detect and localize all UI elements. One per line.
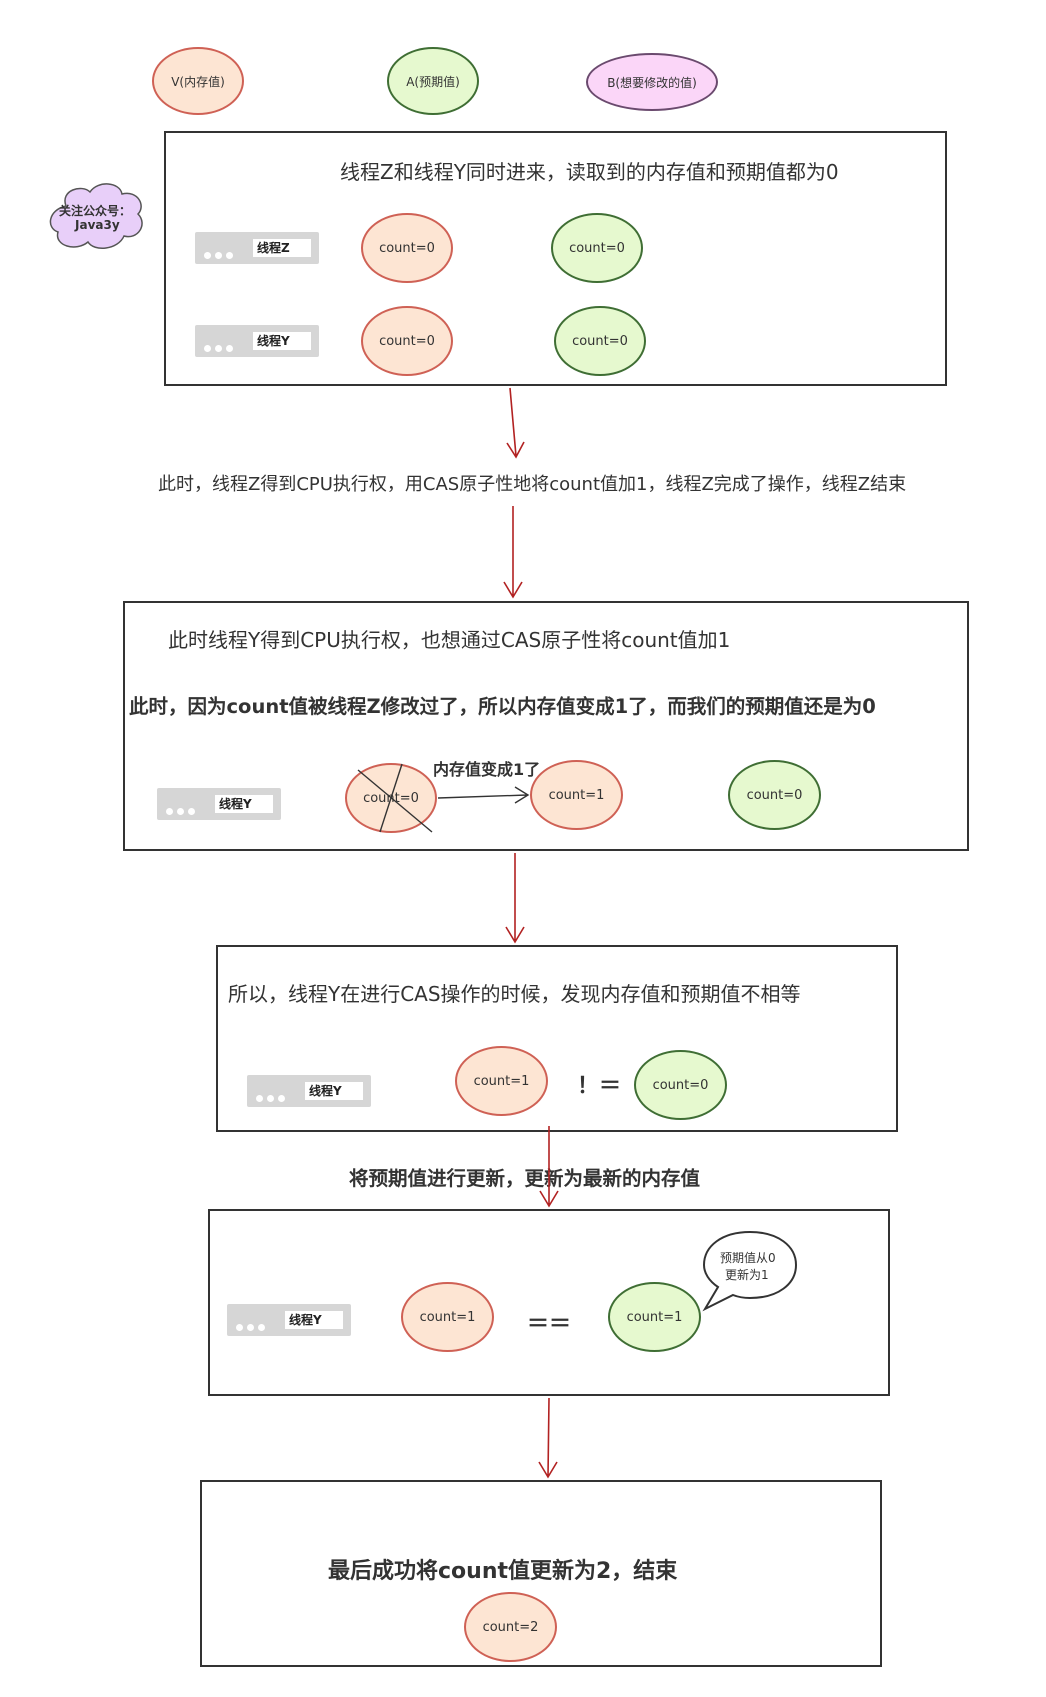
cloud-line-2: Java3y [75, 218, 120, 232]
arrow-step2-to-step3 [505, 853, 525, 944]
not-equal-operator: ！＝ [577, 1074, 622, 1099]
caption-1: 此时，线程Z得到CPU执行权，用CAS原子性地将count值加1，线程Z完成了操… [158, 474, 907, 495]
window-dots-icon [204, 337, 237, 356]
thread-y-label: 线程Y [285, 1311, 343, 1329]
thread-y-window: 线程Y [195, 325, 319, 357]
legend-memory-ellipse: V(内存值) [152, 47, 244, 115]
legend-expected-ellipse: A(预期值) [387, 47, 479, 115]
window-dots-icon [204, 244, 237, 263]
speech-bubble-icon [702, 1230, 798, 1312]
window-dots-icon [166, 800, 199, 819]
memory-change-arrow [437, 786, 530, 804]
equal-operator: ＝＝ [527, 1312, 572, 1337]
arrow-step4-to-step5 [538, 1397, 558, 1479]
z-memory-ellipse: count=0 [361, 213, 453, 283]
new-memory-ellipse: count=1 [530, 760, 623, 830]
y-memory-ellipse: count=0 [361, 306, 453, 376]
step5-title: 最后成功将count值更新为2，结束 [328, 1559, 678, 1584]
thread-y-label: 线程Y [215, 795, 273, 813]
legend-new-value-ellipse: B(想要修改的值) [586, 53, 718, 111]
step4-expected-ellipse: count=1 [608, 1282, 701, 1352]
window-dots-icon [256, 1087, 289, 1106]
step2-expected-ellipse: count=0 [728, 760, 821, 830]
bubble-line-2: 更新为1 [725, 1268, 769, 1282]
thread-y-window: 线程Y [157, 788, 281, 820]
y-expected-ellipse: count=0 [554, 306, 646, 376]
arrow-step3-to-step4 [539, 1126, 559, 1208]
cloud-shape-icon [49, 183, 143, 249]
step3-expected-ellipse: count=0 [634, 1050, 727, 1120]
follow-cloud-badge: 关注公众号： Java3y [46, 180, 148, 254]
window-dots-icon [236, 1316, 269, 1335]
memory-changed-label: 内存值变成1了 [433, 760, 541, 779]
arrow-caption-to-step2 [503, 506, 523, 599]
step5-memory-ellipse: count=2 [464, 1592, 557, 1662]
strike-line-1 [357, 769, 433, 833]
arrow-step1-to-caption [506, 387, 525, 459]
thread-y-window: 线程Y [227, 1304, 351, 1336]
step3-memory-ellipse: count=1 [455, 1046, 548, 1116]
bubble-line-1: 预期值从0 [720, 1251, 776, 1265]
step2-title: 此时线程Y得到CPU执行权，也想通过CAS原子性将count值加1 [168, 628, 731, 652]
strike-line-2 [379, 763, 403, 833]
speech-bubble: 预期值从0 更新为1 [700, 1229, 800, 1313]
cloud-line-1: 关注公众号： [59, 204, 132, 218]
caption-2: 将预期值进行更新，更新为最新的内存值 [349, 1167, 701, 1190]
thread-y-window: 线程Y [247, 1075, 371, 1107]
step3-title: 所以，线程Y在进行CAS操作的时候，发现内存值和预期值不相等 [228, 982, 801, 1006]
thread-z-label: 线程Z [253, 239, 311, 257]
thread-z-window: 线程Z [195, 232, 319, 264]
z-expected-ellipse: count=0 [551, 213, 643, 283]
thread-y-label: 线程Y [305, 1082, 363, 1100]
step4-memory-ellipse: count=1 [401, 1282, 494, 1352]
thread-y-label: 线程Y [253, 332, 311, 350]
step2-subtitle: 此时，因为count值被线程Z修改过了，所以内存值变成1了，而我们的预期值还是为… [129, 695, 876, 718]
step1-title: 线程Z和线程Y同时进来，读取到的内存值和预期值都为0 [340, 160, 839, 184]
